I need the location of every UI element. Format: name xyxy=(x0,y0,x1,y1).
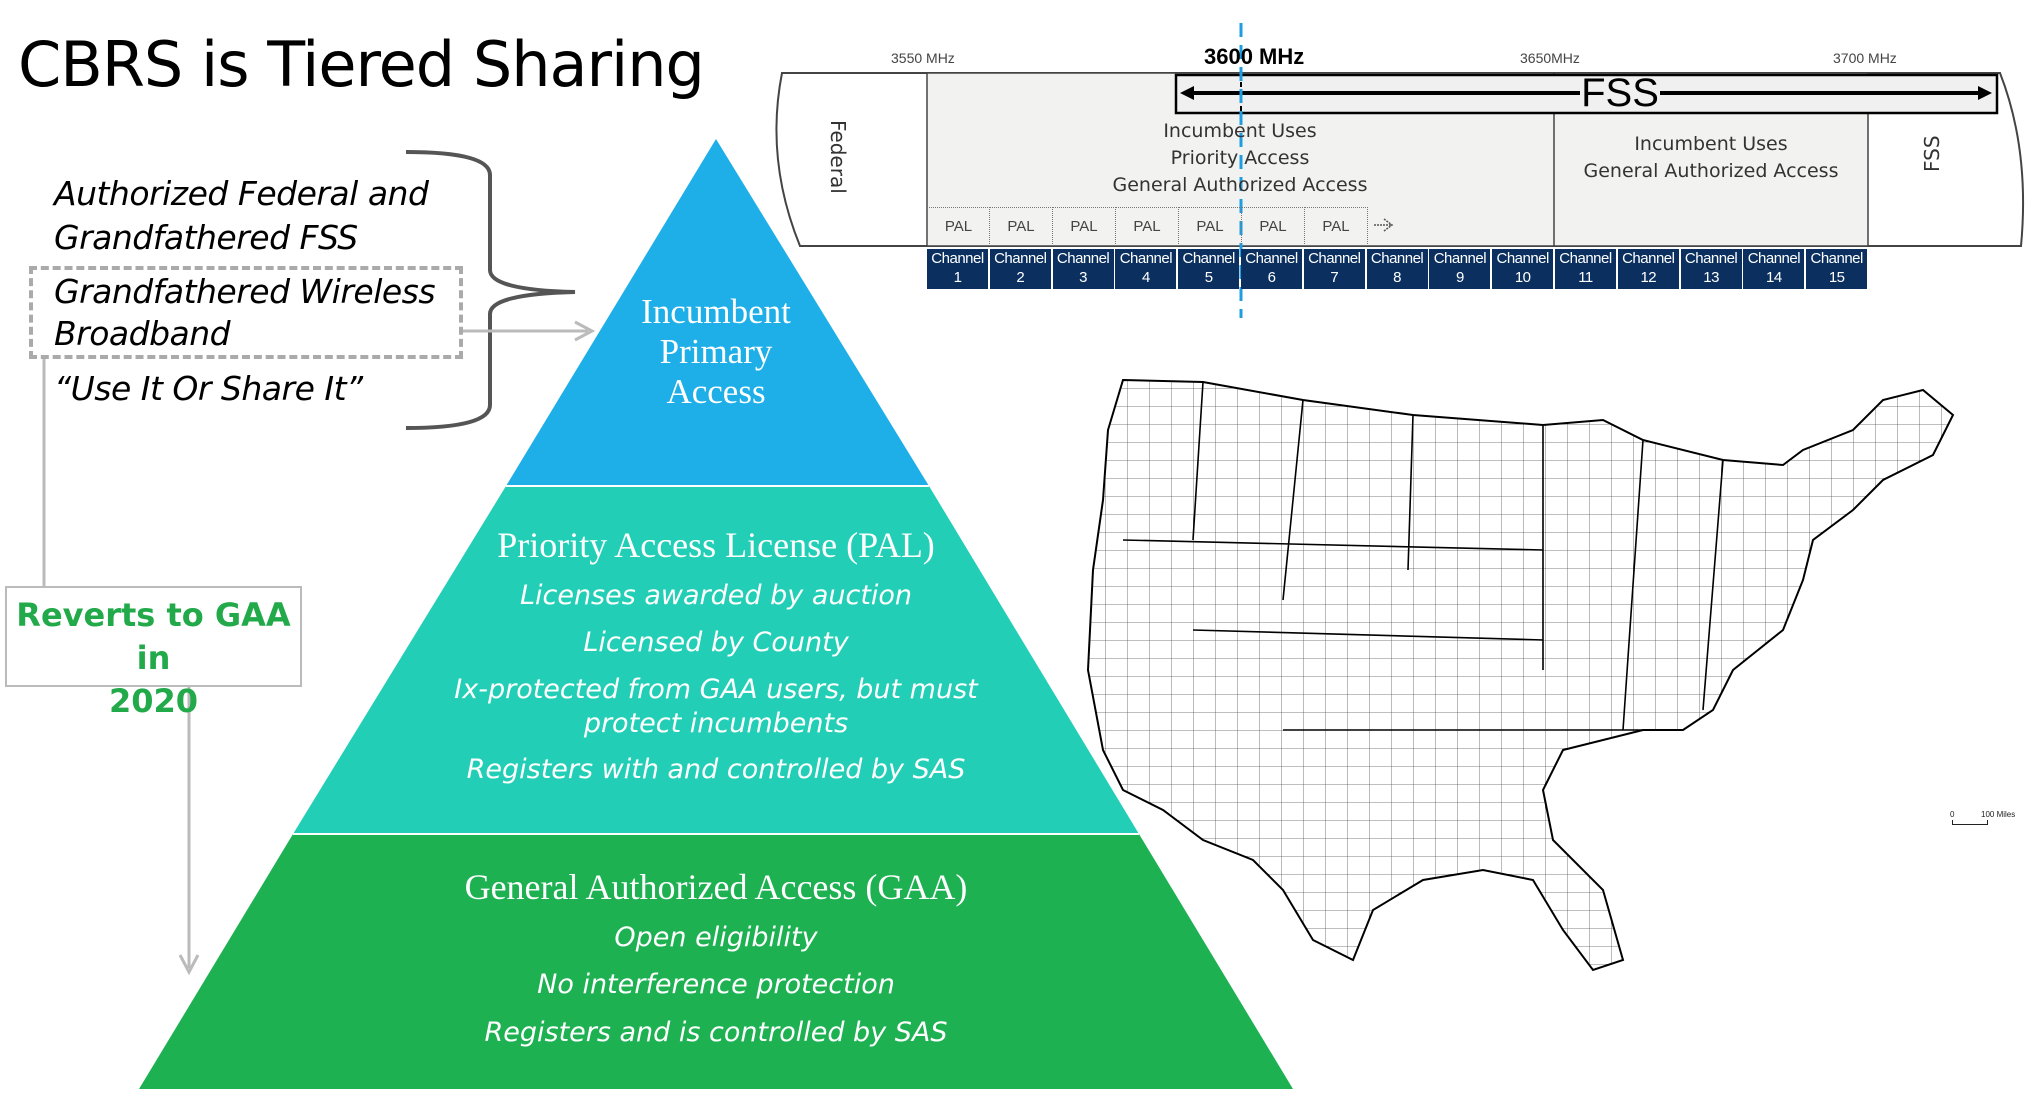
fss-label: FSS xyxy=(1581,71,1659,115)
tier-gaa xyxy=(139,834,1293,1089)
channel-12: Channel 12 xyxy=(1617,249,1679,289)
pal-block: PAL xyxy=(1053,207,1116,244)
incumbent-line: Incumbent xyxy=(641,292,791,331)
gaa-item: Open eligibility xyxy=(614,922,818,953)
channel-11: Channel 11 xyxy=(1555,249,1616,289)
brace xyxy=(405,150,576,430)
channel-label: Channel xyxy=(1056,250,1110,267)
section-line: Incumbent Uses xyxy=(1163,120,1317,142)
pal-item: Licensed by County xyxy=(583,627,849,658)
tier-incumbent xyxy=(506,139,929,486)
freq-3650: 3650MHz xyxy=(1520,50,1580,66)
scale-bar xyxy=(1952,820,1988,825)
channel-label: Channel xyxy=(1559,250,1612,267)
federal-label: Federal xyxy=(826,120,850,194)
channel-7: Channel 7 xyxy=(1303,249,1365,289)
freq-3600: 3600 MHz xyxy=(1204,44,1305,69)
channel-9: Channel 9 xyxy=(1429,249,1491,289)
pal-block: PAL xyxy=(990,207,1053,244)
label-federal: Authorized Federal and xyxy=(54,174,429,213)
section-line: General Authorized Access xyxy=(1112,174,1368,196)
incumbent-line: Access xyxy=(666,372,766,411)
channel-number: 4 xyxy=(1141,269,1150,286)
channel-10: Channel 10 xyxy=(1492,249,1554,289)
channel-label: Channel xyxy=(1622,250,1675,267)
channel-3: Channel 3 xyxy=(1052,249,1114,289)
channel-4: Channel 4 xyxy=(1115,249,1177,289)
channel-number: 9 xyxy=(1455,269,1464,286)
reverts-box: Reverts to GAA in 2020 xyxy=(5,586,302,720)
scale-label: 100 Miles xyxy=(1981,810,2016,819)
channel-label: Channel xyxy=(994,250,1047,267)
channel-13: Channel 13 xyxy=(1680,249,1742,289)
pal-item: protect incumbents xyxy=(583,708,849,739)
gaa-item: Registers and is controlled by SAS xyxy=(484,1017,948,1048)
label-fss: Grandfathered FSS xyxy=(54,218,358,257)
pal-block: PAL xyxy=(927,207,990,244)
channel-14: Channel 14 xyxy=(1743,249,1805,289)
channel-label: Channel xyxy=(1182,250,1235,267)
section-line: General Authorized Access xyxy=(1583,160,1839,182)
pal-item: Registers with and controlled by SAS xyxy=(466,754,966,785)
label-gwb: Grandfathered Wireless xyxy=(54,272,436,311)
channel-5: Channel 5 xyxy=(1178,249,1240,289)
channel-number: 2 xyxy=(1016,269,1025,286)
channel-number: 10 xyxy=(1514,269,1531,286)
channel-8: Channel 8 xyxy=(1366,249,1428,289)
channel-15: Channel 15 xyxy=(1806,249,1868,289)
channel-label: Channel xyxy=(1308,250,1361,267)
fss-right-label: FSS xyxy=(1920,135,1944,172)
incumbent-title: Incumbent Primary Access xyxy=(0,292,1432,412)
channel-number: 14 xyxy=(1766,269,1782,286)
channel-number: 6 xyxy=(1267,269,1276,286)
channel-1: Channel 1 xyxy=(927,249,988,289)
pal-block: PAL xyxy=(1305,207,1368,244)
channel-label: Channel xyxy=(931,250,984,267)
channel-label: Channel xyxy=(1747,250,1801,267)
label-broadband: Broadband xyxy=(54,314,231,353)
channel-number: 8 xyxy=(1393,269,1402,286)
channel-number: 5 xyxy=(1204,269,1213,286)
channel-number: 1 xyxy=(953,269,962,286)
pal-title: Priority Access License (PAL) xyxy=(497,525,935,565)
gaa-title: General Authorized Access (GAA) xyxy=(464,867,968,907)
freq-3700: 3700 MHz xyxy=(1833,50,1897,66)
section-line: Incumbent Uses xyxy=(1634,133,1788,155)
us-county-map xyxy=(1087,379,1954,971)
reverts-line-1: Reverts to GAA in xyxy=(16,596,291,677)
channel-label: Channel xyxy=(1684,250,1738,267)
section-1-text: Incumbent Uses Priority Access General A… xyxy=(1060,118,1420,199)
label-use-or-share: “Use It Or Share It” xyxy=(54,369,363,408)
channel-label: Channel xyxy=(1370,250,1424,267)
channel-6: Channel 6 xyxy=(1241,249,1302,289)
tier-pal xyxy=(293,486,1139,834)
channel-number: 11 xyxy=(1578,269,1593,286)
channel-label: Channel xyxy=(1810,250,1863,267)
pal-block: PAL xyxy=(1116,207,1179,244)
channel-label: Channel xyxy=(1433,250,1487,267)
channel-label: Channel xyxy=(1119,250,1173,267)
channel-2: Channel 2 xyxy=(989,249,1051,289)
page-title: CBRS is Tiered Sharing xyxy=(18,28,705,101)
channel-number: 12 xyxy=(1640,269,1657,286)
freq-3550: 3550 MHz xyxy=(891,50,955,66)
pal-item: Licenses awarded by auction xyxy=(519,580,913,611)
section-2-text: Incumbent Uses General Authorized Access xyxy=(1554,131,1868,185)
channel-number: 13 xyxy=(1703,269,1719,286)
pal-block: PAL xyxy=(1242,207,1305,244)
pal-block: PAL xyxy=(1179,207,1242,244)
spectrum-band: FSS xyxy=(775,23,2025,318)
channel-number: 7 xyxy=(1330,269,1339,286)
channel-label: Channel xyxy=(1245,250,1298,267)
reverts-line-2: 2020 xyxy=(108,682,199,720)
scale-zero: 0 xyxy=(1950,810,1955,819)
section-line: Priority Access xyxy=(1170,147,1310,169)
incumbent-line: Primary xyxy=(659,332,773,371)
channel-number: 3 xyxy=(1079,269,1088,286)
channel-number: 15 xyxy=(1828,269,1845,286)
pal-item: Ix-protected from GAA users, but must xyxy=(454,674,978,705)
gwb-dashed-box xyxy=(29,266,463,359)
gaa-item: No interference protection xyxy=(537,969,895,1000)
channel-label: Channel xyxy=(1496,250,1549,267)
